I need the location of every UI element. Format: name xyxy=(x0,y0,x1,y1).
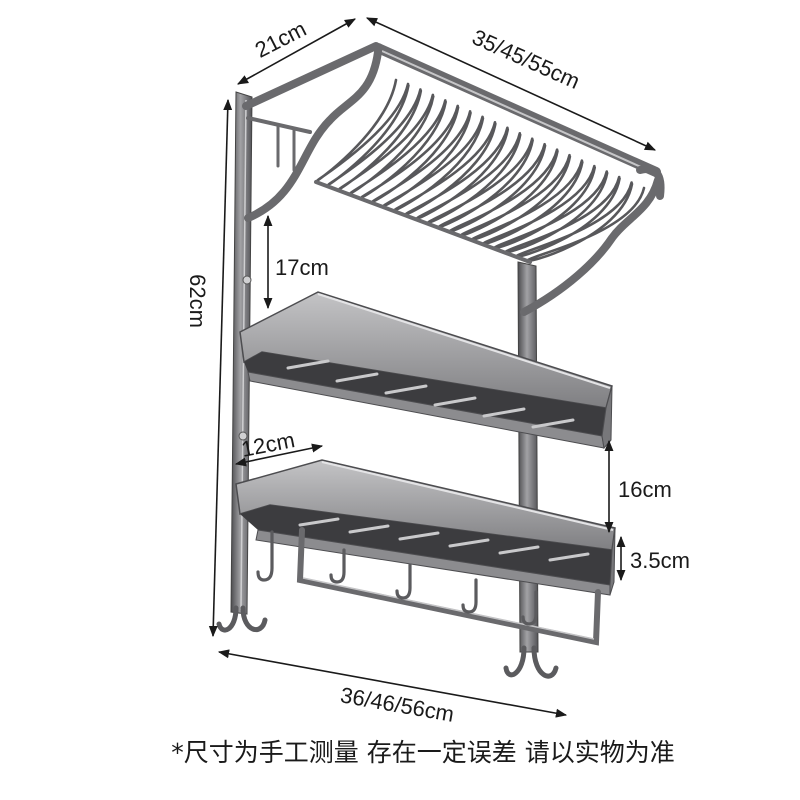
drain-slot xyxy=(348,524,390,534)
basket-lower-front-rail xyxy=(314,180,532,264)
towel-bar xyxy=(296,527,601,646)
basket-wire xyxy=(382,111,484,208)
dim-line-top-length xyxy=(365,17,657,151)
middle-shelf-drain-slots xyxy=(286,359,575,429)
screw xyxy=(242,275,252,285)
dim-line-total-height xyxy=(208,98,233,638)
drain-slot xyxy=(398,531,440,541)
bottom-shelf-floor xyxy=(240,505,612,585)
right-post xyxy=(503,261,559,679)
dim-label-shelf-spacing: 16cm xyxy=(618,477,672,502)
s-hook xyxy=(329,548,346,584)
towel-bar-highlight xyxy=(302,577,595,640)
bottom-shelf-drain-slots xyxy=(298,517,590,562)
s-hook xyxy=(256,530,274,582)
middle-shelf-floor xyxy=(244,352,606,436)
basket-right-bracket xyxy=(520,176,662,316)
basket-rail-highlight xyxy=(381,50,651,172)
s-hooks xyxy=(256,530,538,626)
drain-slot xyxy=(531,418,575,429)
screw xyxy=(238,431,248,441)
dim-line-top-depth xyxy=(237,18,356,85)
drain-slot xyxy=(433,396,477,407)
basket-wire xyxy=(393,117,497,212)
drain-slot xyxy=(498,545,540,555)
dim-label-top-length: 35/45/55cm xyxy=(468,24,583,94)
dim-line-bottom-length xyxy=(217,649,568,718)
dim-label-rim-height: 3.5cm xyxy=(630,548,690,573)
basket-end-cap xyxy=(636,165,665,200)
drain-slot xyxy=(548,552,590,562)
dim-label-total-height: 62cm xyxy=(185,274,210,328)
drain-slot xyxy=(384,384,428,395)
dim-label-basket-gap: 17cm xyxy=(275,255,329,280)
towel-bar-frame xyxy=(296,527,601,646)
s-hook xyxy=(521,590,538,626)
left-double-hook xyxy=(216,605,268,633)
dim-line-shelf-depth xyxy=(234,443,324,467)
basket-wire xyxy=(371,106,472,203)
drain-slot xyxy=(335,372,379,383)
bottom-shelf-rim-highlight xyxy=(321,461,614,531)
basket-wires xyxy=(316,78,646,263)
s-hook xyxy=(395,563,412,600)
bottom-shelf-end-cap xyxy=(609,527,616,596)
s-hook xyxy=(461,578,478,614)
middle-shelf xyxy=(239,291,613,450)
middle-shelf-rim-highlight xyxy=(317,293,611,389)
drain-slot xyxy=(482,407,526,418)
drain-slot xyxy=(286,359,330,370)
dim-label-bottom-length: 36/46/56cm xyxy=(339,682,457,727)
dim-label-top-depth: 21cm xyxy=(251,16,310,63)
bottom-shelf xyxy=(235,459,616,596)
drain-slot xyxy=(298,517,340,527)
measurement-footnote: *尺寸为手工测量 存在一定误差 请以实物为准 xyxy=(171,738,674,767)
drain-slot xyxy=(448,538,490,548)
